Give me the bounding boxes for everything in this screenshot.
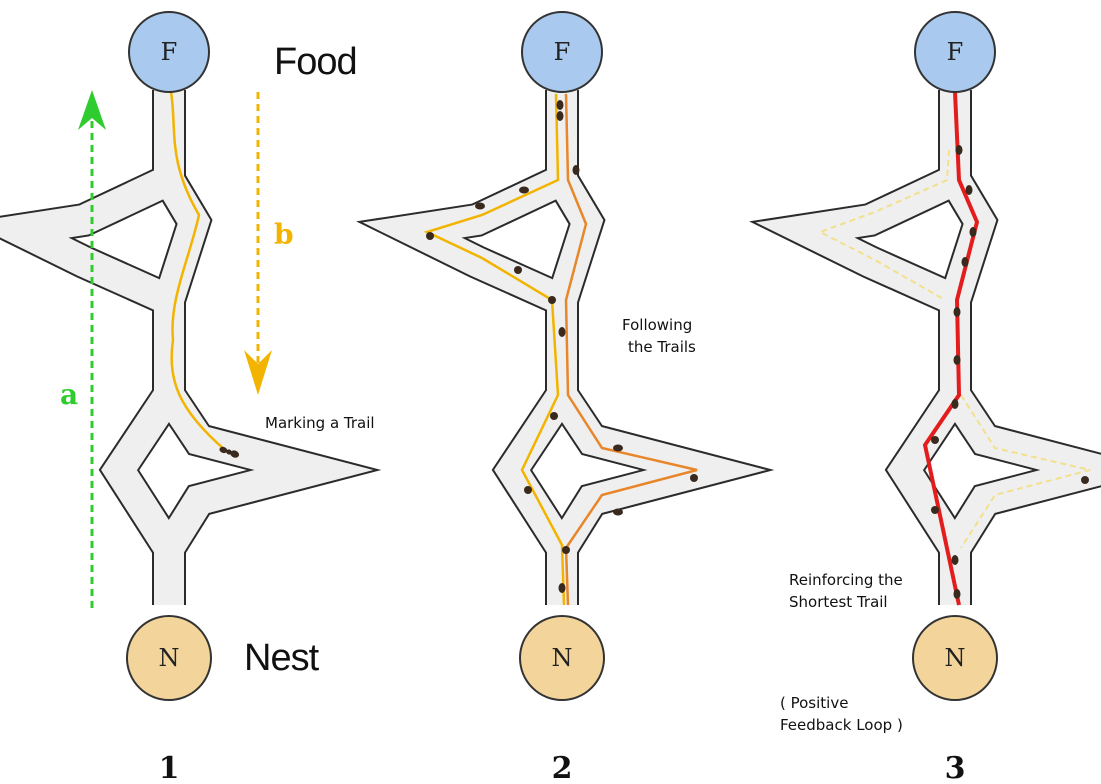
arrow-a-label: a: [60, 378, 78, 411]
food-node: [914, 11, 996, 93]
feedback-note: ( Positive: [780, 694, 848, 712]
nest-node-label: N: [159, 644, 180, 672]
panel-1: F N 1 Marking a Trail: [19, 11, 375, 784]
ant-group: [931, 145, 1089, 599]
ant-group: [426, 100, 698, 593]
food-word: Food: [274, 41, 357, 83]
trail-caption: Reinforcing the: [789, 571, 903, 589]
panel-3: F N 3 Reinforcing the Shortest Trail ( P…: [780, 11, 1100, 784]
panel-number: 2: [552, 751, 573, 784]
corridor: [805, 90, 1100, 605]
food-node: [521, 11, 603, 93]
panel-number: 3: [945, 751, 966, 784]
food-node-label: F: [554, 38, 571, 66]
nest-node: [519, 615, 605, 701]
food-node-label: F: [161, 38, 178, 66]
panel-number: 1: [159, 751, 180, 784]
faded-trail: [960, 394, 1091, 549]
food-node: [128, 11, 210, 93]
orange-trail: [564, 93, 698, 606]
nest-node: [912, 615, 998, 701]
trail-caption: Shortest Trail: [789, 593, 888, 611]
red-shortest-trail: [922, 91, 980, 606]
yellow-trail: [169, 91, 226, 451]
nest-node-label: N: [552, 644, 573, 672]
arrow-up-icon: [78, 90, 106, 130]
arrow-b: b: [244, 92, 294, 395]
nest-word: Nest: [244, 637, 320, 679]
nest-node-label: N: [945, 644, 966, 672]
corridor: [19, 90, 314, 605]
yellow-trail: [423, 93, 566, 606]
arrow-a: a: [60, 90, 106, 608]
arrow-down-icon: [244, 350, 272, 395]
panel-2: F N 2 Following the Trails: [412, 11, 707, 784]
feedback-note: Feedback Loop ): [780, 716, 903, 734]
arrow-b-label: b: [274, 218, 294, 251]
food-node-label: F: [947, 38, 964, 66]
trail-caption: Marking a Trail: [265, 414, 375, 432]
faded-trail: [817, 149, 950, 301]
nest-node: [126, 615, 212, 701]
trail-caption: Following: [622, 316, 692, 334]
ant-icon: [219, 446, 240, 458]
trail-caption: the Trails: [628, 338, 696, 356]
